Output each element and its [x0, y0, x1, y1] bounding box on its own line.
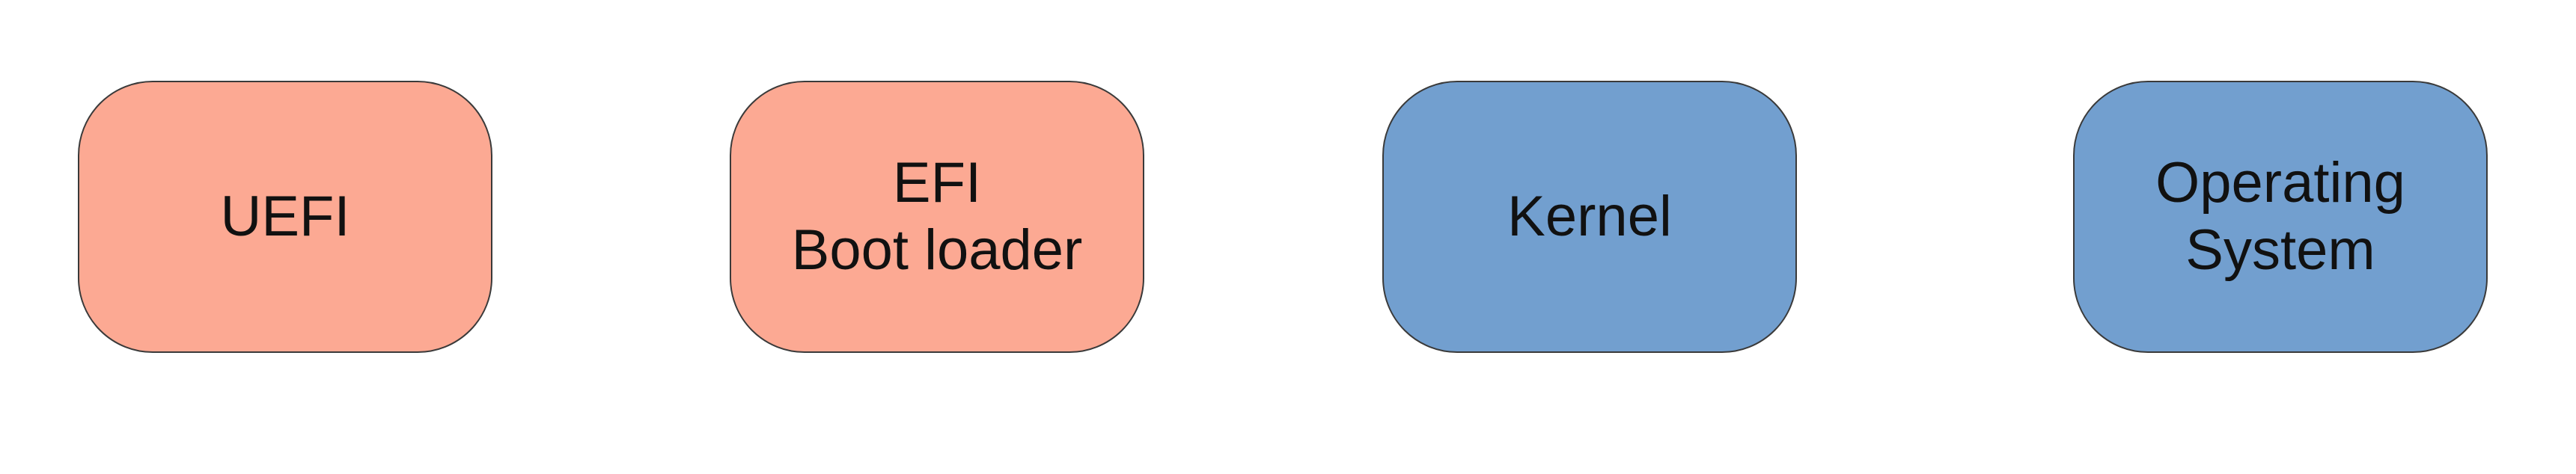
kernel-label: Kernel [1507, 185, 1672, 248]
kernel-node: Kernel [1382, 81, 1797, 353]
uefi-label: UEFI [220, 185, 350, 248]
efi-label: EFI [892, 151, 982, 215]
operating-system-node: Operating System [2073, 81, 2488, 353]
boot-loader-label: Boot loader [791, 218, 1083, 282]
efi-boot-loader-node: EFI Boot loader [730, 81, 1144, 353]
system-label: System [2185, 218, 2375, 282]
operating-label: Operating [2155, 151, 2405, 215]
uefi-node: UEFI [78, 81, 492, 353]
